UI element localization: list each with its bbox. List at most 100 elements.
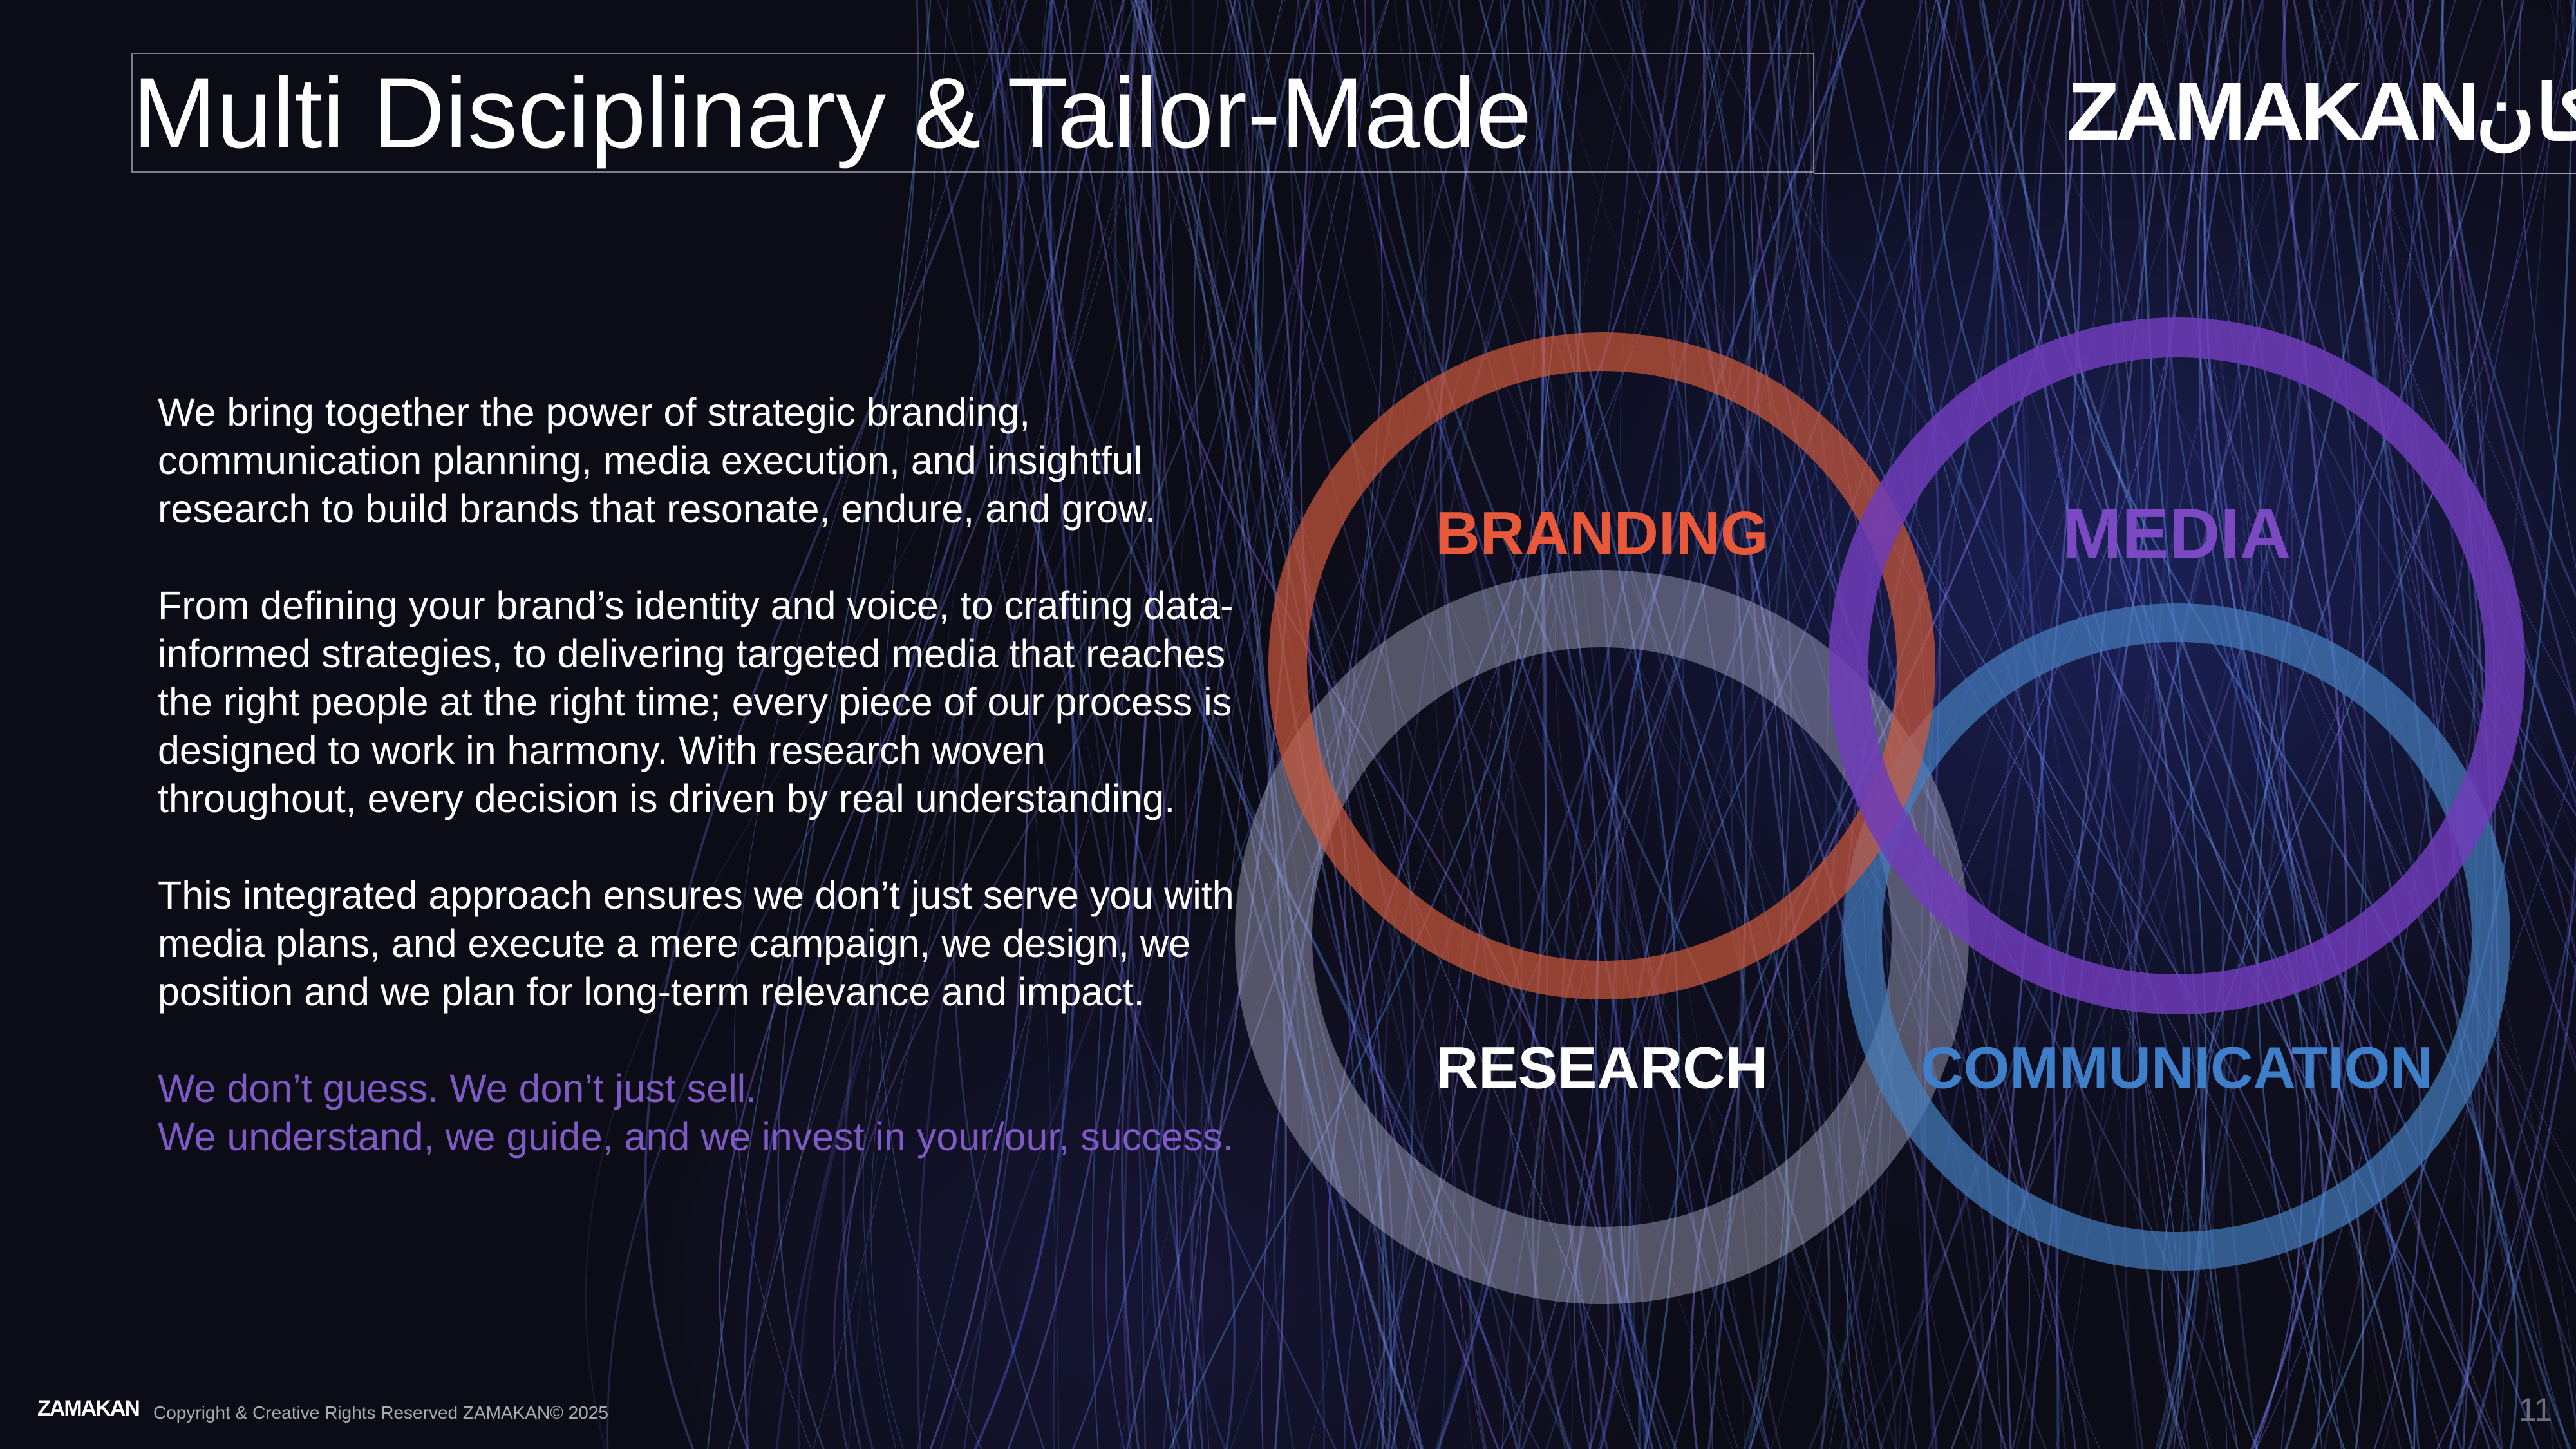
- fiber-line: [1562, 0, 1642, 1449]
- fiber-line: [1451, 0, 1539, 1449]
- fiber-line: [1981, 0, 2325, 1449]
- fiber-line: [2519, 0, 2576, 570]
- fiber-line: [1675, 0, 1984, 1449]
- fiber-line: [1615, 0, 1715, 1449]
- fiber-line: [2441, 0, 2576, 598]
- fiber-line: [2203, 0, 2525, 1449]
- fiber-line: [1745, 0, 1831, 1449]
- fiber-line: [744, 0, 1008, 1449]
- fiber-line: [1359, 0, 1736, 1449]
- fiber-line: [1702, 0, 2007, 1449]
- fiber-line: [2197, 0, 2364, 1449]
- fiber-line: [1006, 0, 1339, 1449]
- fiber-line: [1778, 0, 2321, 1449]
- fiber-line: [1937, 0, 2303, 1449]
- fiber-line: [734, 0, 1006, 1449]
- fiber-line: [978, 0, 1337, 1449]
- fiber-line: [1420, 0, 1771, 1449]
- fiber-line: [585, 0, 1023, 1449]
- fiber-line: [1619, 0, 1917, 1449]
- fiber-line: [1378, 0, 1582, 1449]
- fiber-line: [1500, 0, 1599, 1449]
- fiber-line: [2204, 0, 2491, 1449]
- fiber-line: [2081, 0, 2239, 1449]
- fiber-line: [1207, 0, 1446, 1449]
- fiber-line: [2444, 0, 2576, 1072]
- fiber-line: [2221, 0, 2374, 1449]
- fiber-line: [967, 0, 1060, 1449]
- fiber-line: [1936, 0, 2416, 1449]
- fiber-line: [1174, 0, 1286, 1449]
- fiber-line: [1234, 0, 1413, 1449]
- fiber-line: [1518, 0, 1574, 1449]
- fiber-line: [1633, 0, 2011, 1449]
- fiber-line: [847, 0, 1000, 1449]
- fiber-line: [1040, 0, 1519, 1449]
- fiber-line: [1359, 0, 1747, 1449]
- fiber-line: [745, 0, 1145, 1449]
- fiber-line: [1011, 0, 1082, 1449]
- fiber-line: [1052, 0, 1190, 1449]
- fiber-line: [1620, 0, 1746, 1449]
- fiber-line: [1406, 0, 1714, 1449]
- fiber-line: [1914, 0, 2234, 1449]
- fiber-line: [2449, 0, 2576, 1449]
- fiber-line: [2177, 0, 2414, 1449]
- fiber-line: [2129, 0, 2342, 1449]
- fiber-line: [1439, 0, 1677, 1449]
- fiber-line: [777, 0, 919, 1449]
- fiber-line: [1072, 0, 1323, 1449]
- fiber-line: [988, 0, 1204, 1449]
- body-text: We bring together the power of strategic…: [158, 388, 1252, 1209]
- fiber-line: [1407, 0, 1566, 1449]
- fiber-line: [1436, 0, 1569, 1449]
- fiber-line: [1690, 0, 2076, 1449]
- fiber-line: [2016, 0, 2353, 1449]
- fiber-line: [2000, 0, 2419, 1449]
- fiber-line: [1422, 0, 1870, 1449]
- fiber-line: [1807, 0, 1897, 1449]
- fiber-line: [1539, 0, 1769, 1449]
- fiber-line: [1126, 0, 1467, 1449]
- fiber-line: [1138, 0, 1388, 1449]
- fiber-line: [2166, 0, 2420, 1449]
- fiber-line: [2360, 0, 2576, 706]
- fiber-line: [1245, 0, 1522, 1449]
- fiber-line: [973, 0, 1147, 1449]
- title-frame: [131, 53, 1814, 173]
- fiber-line: [1880, 0, 2152, 1449]
- media-circle: [1829, 317, 2525, 1014]
- fiber-line: [2474, 0, 2576, 1449]
- fiber-line: [1290, 0, 1592, 1449]
- fiber-line: [2414, 754, 2576, 1449]
- fiber-line: [1532, 0, 1781, 1449]
- fiber-line: [1318, 0, 1474, 1449]
- fiber-line: [1554, 0, 1733, 1449]
- research-circle: [1235, 570, 1969, 1304]
- fiber-line: [952, 0, 1136, 1449]
- fiber-line: [1004, 0, 1181, 1449]
- fiber-line: [1852, 0, 2144, 1449]
- fiber-line: [2161, 0, 2507, 1449]
- fiber-line: [1114, 0, 1570, 1449]
- fiber-line: [2436, 0, 2576, 957]
- fiber-line: [1313, 0, 1523, 1449]
- fiber-line: [1539, 0, 1883, 1449]
- fiber-line: [2383, 0, 2576, 1406]
- logo-arabic: زمكان: [2476, 70, 2576, 156]
- paragraph: This integrated approach ensures we don’…: [158, 873, 1234, 1014]
- paragraph: From defining your brand’s identity and …: [158, 583, 1234, 820]
- paragraph: We bring together the power of strategic…: [158, 390, 1156, 531]
- fiber-line: [2315, 0, 2576, 643]
- header-divider: [1814, 173, 2576, 174]
- branding-circle: [1268, 332, 1935, 999]
- accent-line: We don’t guess. We don’t just sell.: [158, 1066, 757, 1110]
- fiber-line: [1904, 0, 2027, 1449]
- fiber-line: [1344, 0, 1634, 1449]
- fiber-line: [2311, 0, 2575, 1449]
- fiber-line: [916, 0, 1125, 1449]
- fiber-line: [1614, 0, 1728, 1449]
- fiber-line: [2411, 0, 2576, 792]
- fiber-line: [1223, 0, 1574, 1449]
- fiber-line: [1169, 0, 1581, 1449]
